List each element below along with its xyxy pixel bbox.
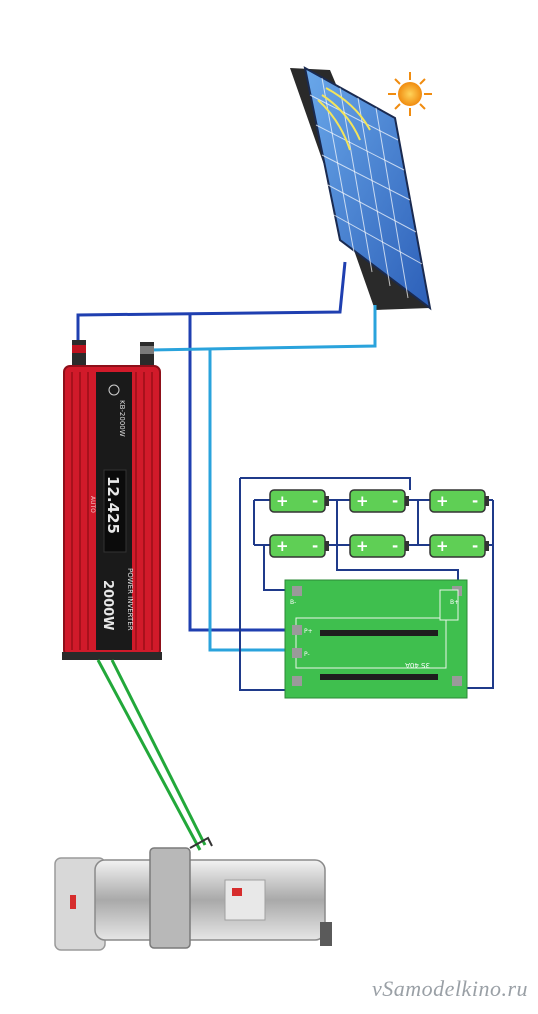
cell-minus-label: -: [392, 492, 398, 510]
inverter: [62, 340, 162, 660]
bms-marking: 3S 40A: [405, 661, 430, 669]
battery-cell: [429, 489, 489, 513]
water-pump: [54, 836, 332, 951]
cell-plus-label: +: [356, 492, 369, 510]
cell-plus-label: +: [276, 537, 289, 555]
bms-b-plus: B+: [450, 599, 459, 606]
bms-board: [284, 579, 468, 699]
wire-green-pump: [96, 659, 207, 851]
bms-b-minus: B-: [290, 599, 296, 606]
battery-cells: [269, 489, 489, 558]
battery-cell: [349, 534, 409, 558]
battery-cell: [269, 489, 329, 513]
inverter-model: KB-2000W: [118, 400, 126, 437]
cell-minus-label: -: [312, 537, 318, 555]
wire-cyan-panel: [149, 305, 377, 652]
site-watermark: vSamodelkino.ru: [372, 976, 528, 1001]
battery-cell: [269, 534, 329, 558]
cell-plus-label: +: [436, 537, 449, 555]
inverter-auto: AUTO: [89, 496, 96, 513]
bms-p-plus: P+: [304, 628, 313, 635]
solar-panel: [290, 66, 432, 311]
cell-minus-label: -: [392, 537, 398, 555]
cell-minus-label: -: [472, 537, 478, 555]
cell-minus-label: -: [312, 492, 318, 510]
cell-minus-label: -: [472, 492, 478, 510]
cell-plus-label: +: [276, 492, 289, 510]
inverter-rating: 2000W: [100, 580, 115, 631]
cell-plus-label: +: [436, 492, 449, 510]
cell-plus-label: +: [356, 537, 369, 555]
inverter-display: 12.425: [104, 476, 122, 534]
bms-p-minus: P-: [304, 651, 310, 658]
battery-cell: [349, 489, 409, 513]
wire-blue-panel: [76, 261, 347, 632]
sun-icon: [388, 72, 432, 116]
battery-cell: [429, 534, 489, 558]
inverter-brand: POWER INVERTER: [126, 568, 134, 631]
